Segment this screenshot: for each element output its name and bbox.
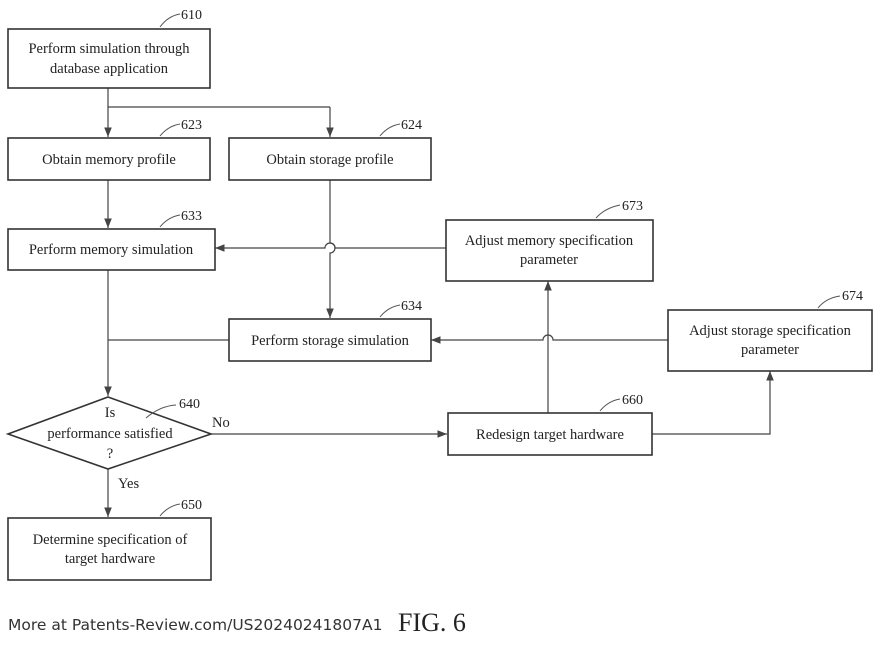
- arrow-624-to-634: [326, 180, 336, 318]
- ref-674-leader: [817, 295, 841, 309]
- ref-633: 633: [181, 209, 202, 224]
- step-674-text-line1: Adjust storage specification: [689, 323, 852, 339]
- connector-610-split: [107, 88, 330, 108]
- step-674-box: Adjust storage specification parameter: [667, 309, 873, 372]
- watermark-link[interactable]: More at Patents-Review.com/US20240241807…: [8, 616, 383, 634]
- branch-no-label: No: [212, 415, 230, 431]
- step-610-text-line1: Perform simulation through: [28, 41, 190, 57]
- connectors: [104, 88, 774, 517]
- step-673-text-line1: Adjust memory specification: [465, 233, 634, 249]
- ref-650-leader: [159, 503, 181, 517]
- ref-640-leader: [145, 404, 177, 419]
- step-673-box: Adjust memory specification parameter: [445, 219, 654, 282]
- ref-634-leader: [379, 304, 401, 318]
- ref-673: 673: [622, 199, 643, 214]
- step-624-box: Obtain storage profile: [228, 137, 432, 181]
- step-640-text-line3: ?: [107, 446, 113, 462]
- step-623-text: Obtain memory profile: [42, 152, 176, 168]
- step-610-box: Perform simulation through database appl…: [7, 28, 211, 89]
- step-640-text-line1: Is: [105, 405, 116, 421]
- ref-623-leader: [159, 123, 181, 137]
- ref-660: 660: [622, 393, 643, 408]
- step-640-text-line2: performance satisfied: [47, 426, 173, 442]
- arrow-674-to-634: [431, 334, 668, 344]
- ref-623: 623: [181, 118, 202, 133]
- step-650-text-line1: Determine specification of: [33, 532, 188, 548]
- step-650-box: Determine specification of target hardwa…: [7, 517, 212, 581]
- step-633-box: Perform memory simulation: [7, 228, 216, 271]
- ref-674: 674: [842, 289, 863, 304]
- step-624-text: Obtain storage profile: [266, 152, 393, 168]
- step-634-box: Perform storage simulation: [228, 318, 432, 362]
- step-673-text-line2: parameter: [520, 252, 578, 268]
- branch-yes-label: Yes: [118, 476, 139, 492]
- arrow-673-to-633: [215, 242, 446, 252]
- step-660-box: Redesign target hardware: [447, 412, 653, 456]
- step-623-box: Obtain memory profile: [7, 137, 211, 181]
- figure-label: FIG. 6: [398, 608, 466, 637]
- ref-660-leader: [599, 398, 621, 412]
- step-674-text-line2: parameter: [741, 342, 799, 358]
- step-650-text-line2: target hardware: [65, 551, 155, 567]
- ref-624: 624: [401, 118, 422, 133]
- ref-610: 610: [181, 8, 202, 23]
- ref-610-leader: [159, 13, 181, 28]
- ref-624-leader: [379, 123, 401, 137]
- step-610-text-line2: database application: [50, 61, 169, 77]
- ref-633-leader: [159, 214, 181, 228]
- ref-673-leader: [595, 204, 621, 219]
- ref-634: 634: [401, 299, 422, 314]
- step-633-text: Perform memory simulation: [29, 242, 194, 258]
- step-660-text: Redesign target hardware: [476, 427, 624, 443]
- step-634-text: Perform storage simulation: [251, 333, 410, 349]
- ref-650: 650: [181, 498, 202, 513]
- arrow-660-to-674: [652, 371, 774, 435]
- ref-640: 640: [179, 397, 200, 412]
- step-640-decision: Is performance satisfied ?: [5, 396, 214, 470]
